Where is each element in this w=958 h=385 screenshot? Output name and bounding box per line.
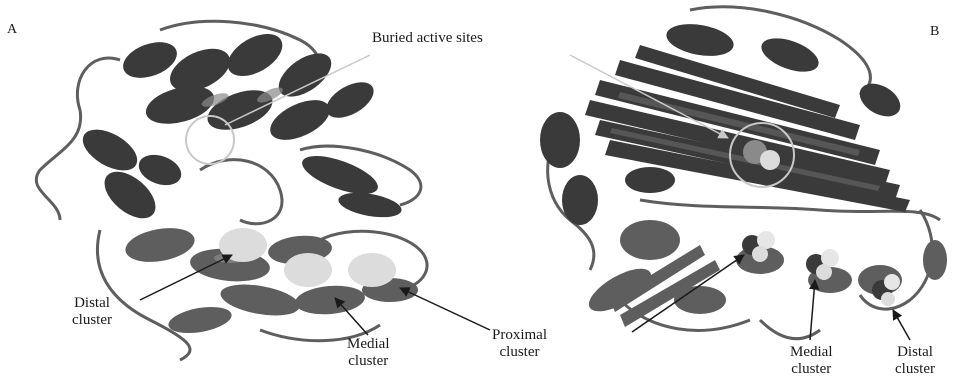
proximal-cluster-a-label: Proximal cluster <box>492 327 547 361</box>
distal-cluster-a-marker <box>219 228 267 262</box>
distal-arrow-b <box>893 310 910 340</box>
panel-b-letter: B <box>930 24 939 40</box>
medial-cluster-a-label: Medial cluster <box>347 336 390 370</box>
proximal-arrow-a <box>400 288 490 330</box>
buried-active-sites-label: Buried active sites <box>372 30 483 47</box>
proximal-arrow-b <box>632 255 744 332</box>
distal-cluster-b-label: Distal cluster <box>895 344 935 378</box>
distal-cluster-a-label: Distal cluster <box>72 295 112 329</box>
medial-cluster-b-label: Medial cluster <box>790 344 833 378</box>
medial-arrow-b <box>810 280 815 340</box>
proximal-cluster-a-marker <box>348 253 396 287</box>
panel-a-letter: A <box>7 22 17 38</box>
medial-cluster-a-marker <box>284 253 332 287</box>
panel-b-structure <box>540 7 947 340</box>
